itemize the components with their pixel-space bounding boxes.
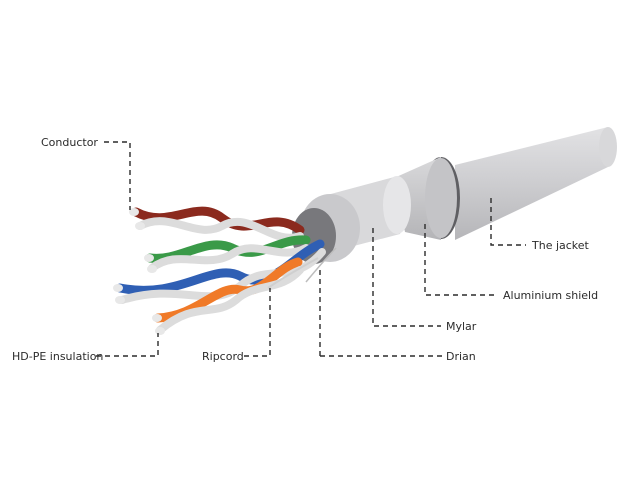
label-aluminium-shield: Aluminium shield [503,289,598,302]
label-drian: Drian [446,350,476,363]
leader-aluminium [424,224,498,296]
aluminium-shield [394,157,457,240]
drain-wire [305,247,337,283]
label-hdpe-insulation: HD-PE insulation [12,350,103,363]
label-ripcord: Ripcord [202,350,244,363]
leader-lines [96,141,526,357]
leader-jacket [490,198,526,246]
leader-hdpe [96,333,159,357]
leader-ripcord [244,288,271,357]
pair-green [144,235,311,273]
leader-conductor [104,141,131,210]
ripcord-wire [267,257,319,289]
label-conductor: Conductor [41,136,98,149]
label-the-jacket: The jacket [531,239,590,252]
label-mylar: Mylar [446,320,477,333]
leader-mylar [372,228,441,327]
pair-brown [129,206,305,242]
cable-jacket [455,127,617,240]
